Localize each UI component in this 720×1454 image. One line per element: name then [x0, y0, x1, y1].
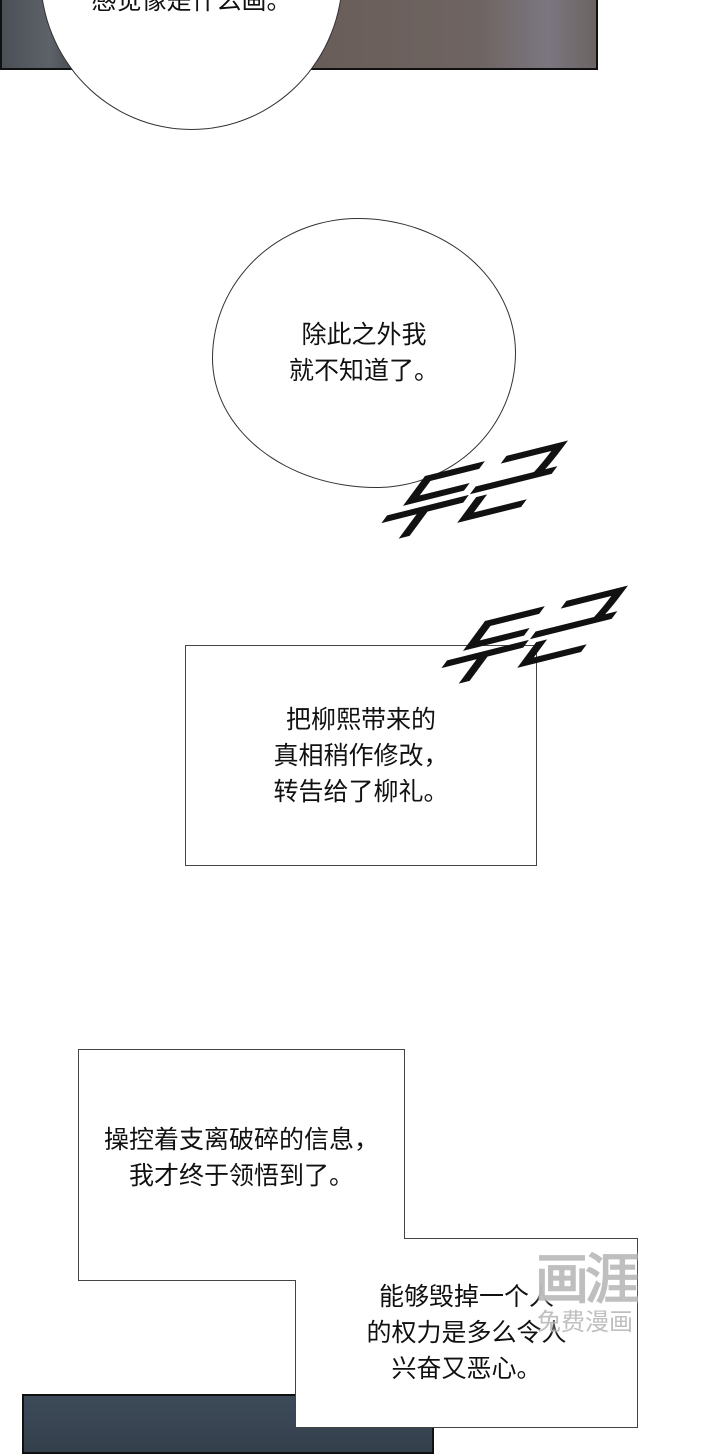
watermark-logo: 画涯 [535, 1248, 639, 1311]
caption-join [79, 1238, 404, 1280]
watermark: 画涯 免费漫画 [535, 1248, 639, 1337]
speech-bubble-top: 感觉像是什么画。 [40, 0, 343, 130]
caption-box: 把柳熙带来的 真相稍作修改， 转告给了柳礼。 [185, 645, 537, 866]
watermark-text: 免费漫画 [537, 1308, 633, 1336]
speech-bubble: 除此之外我 就不知道了。 [212, 218, 516, 488]
caption-box-lower: 能够毁掉一个人 的权力是多么令人 兴奋又恶心。 [295, 1238, 638, 1428]
